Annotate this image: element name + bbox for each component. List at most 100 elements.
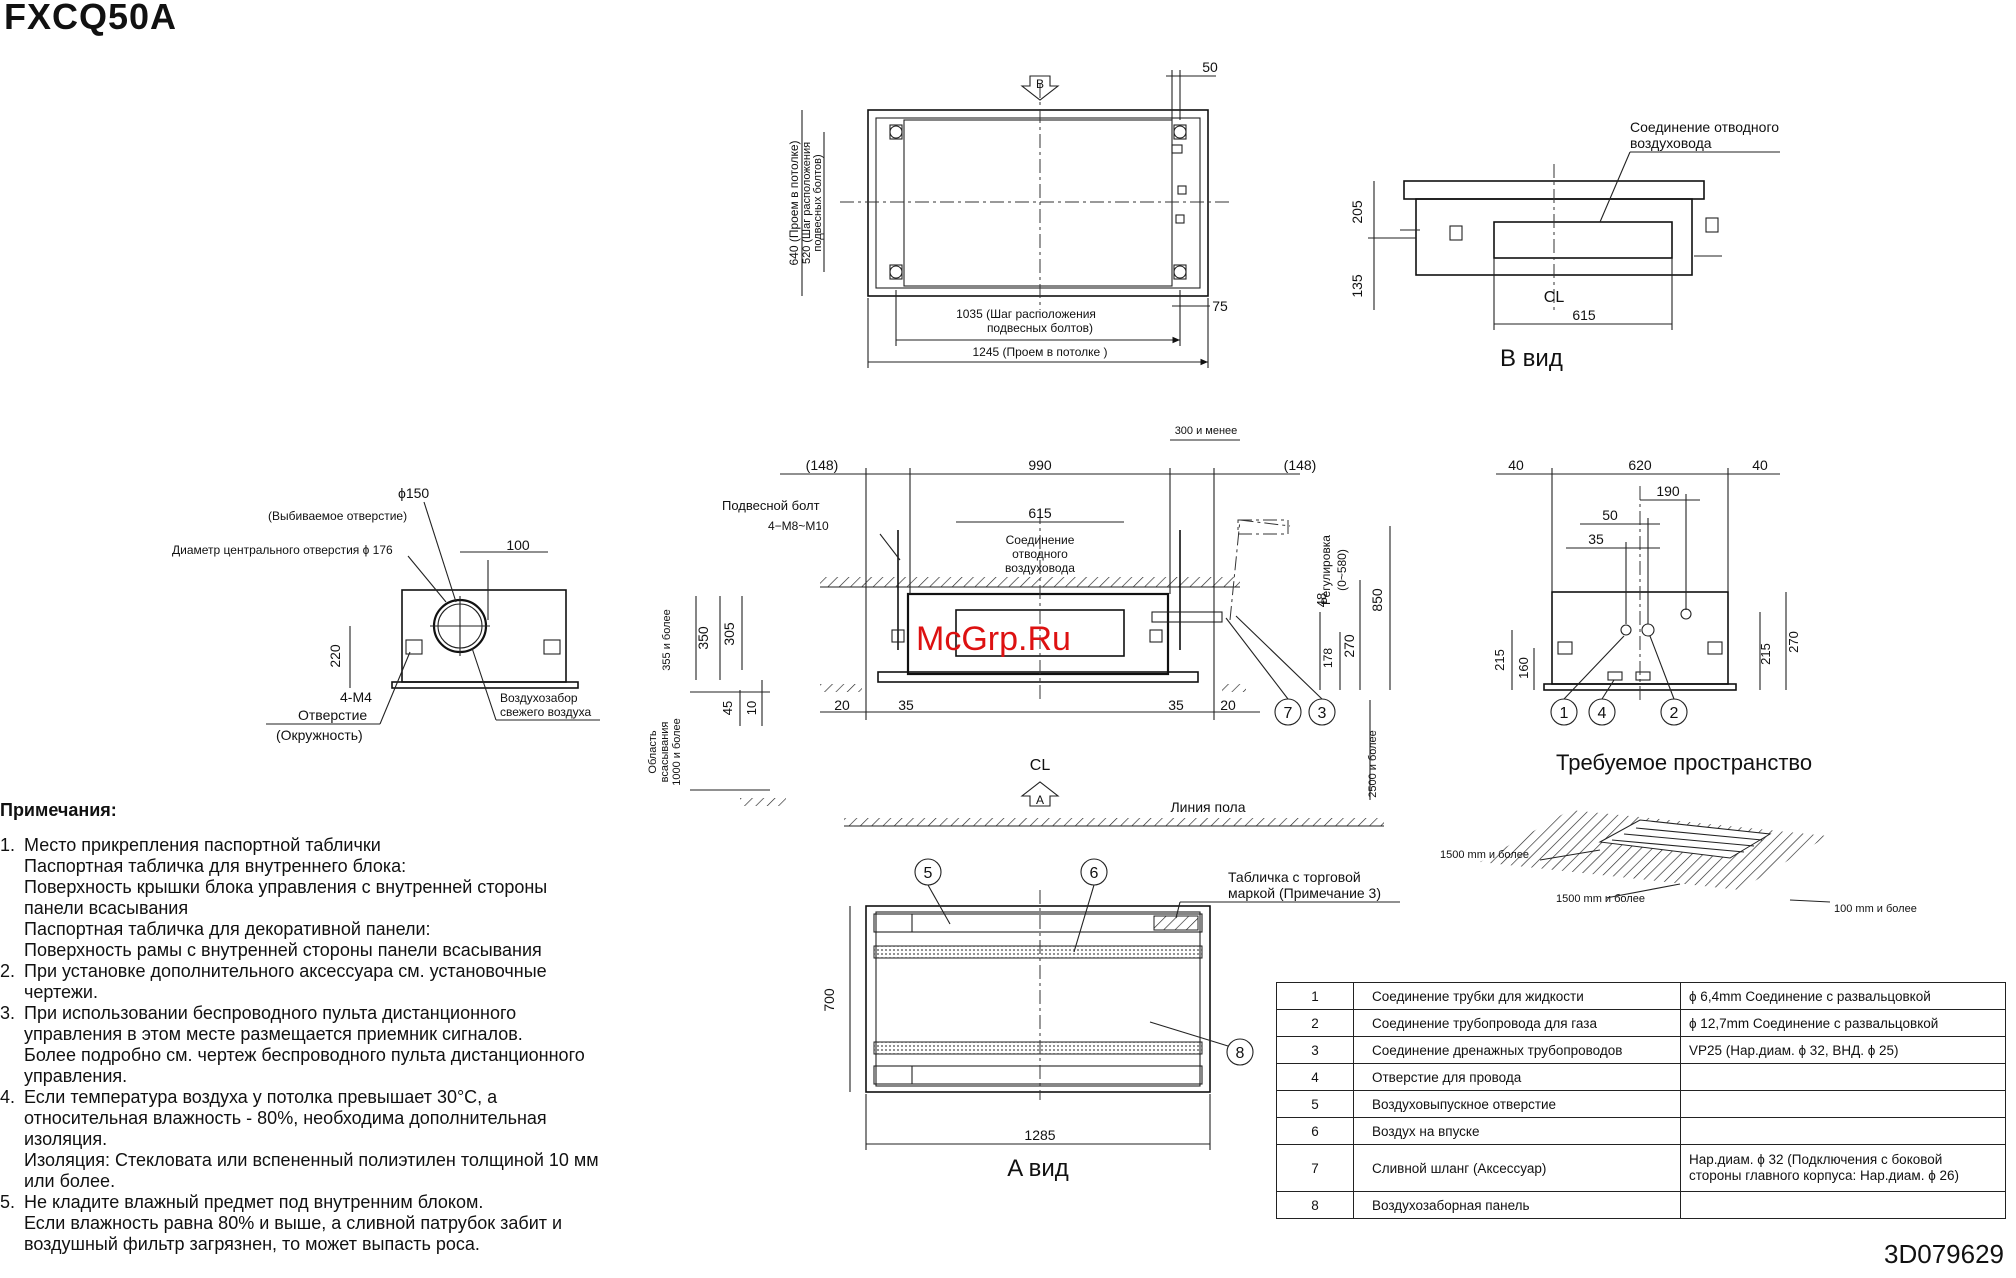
note-line: При использовании беспроводного пульта д… bbox=[24, 1003, 517, 1023]
note-line: Паспортная табличка для декоративной пан… bbox=[24, 919, 431, 939]
suction-line1: Область bbox=[647, 730, 659, 773]
dim-150: ϕ150 bbox=[398, 485, 429, 501]
part-description: Воздух на впуске bbox=[1353, 1117, 1681, 1145]
part-number: 1 bbox=[1276, 982, 1354, 1010]
dim-50-top: 50 bbox=[1202, 59, 1218, 75]
adjust-range: (0~580) bbox=[1335, 549, 1349, 591]
note-item: 1.Место прикрепления паспортной таблички… bbox=[0, 835, 680, 961]
dim-1245: 1245 (Проем в потолке ) bbox=[972, 345, 1107, 359]
duct-line2: отводного bbox=[1012, 547, 1068, 561]
duct-connection-line2: воздуховода bbox=[1630, 135, 1712, 151]
cl-front: CL bbox=[1030, 757, 1051, 774]
note-line: Не кладите влажный предмет под внутренни… bbox=[24, 1192, 484, 1212]
part-number: 7 bbox=[1276, 1144, 1354, 1192]
watermark: McGrp.Ru bbox=[916, 620, 1071, 658]
part-number: 8 bbox=[1276, 1191, 1354, 1219]
part-value bbox=[1680, 1191, 2006, 1219]
note-number: 3. bbox=[0, 1003, 16, 1023]
cl-b-view: CL bbox=[1544, 289, 1565, 306]
note-line: Изоляция: Стекловата или вспененный поли… bbox=[24, 1150, 599, 1170]
part-number: 6 bbox=[1276, 1117, 1354, 1145]
dim-350: 350 bbox=[695, 626, 711, 650]
note-line: воздушный фильтр загрязнен, то может вып… bbox=[24, 1234, 480, 1254]
suction-line3: 1000 и более bbox=[671, 718, 683, 786]
part-value bbox=[1680, 1117, 2006, 1145]
dim-35-right: 35 bbox=[1168, 697, 1184, 713]
part-value: VP25 (Нар.диам. ϕ 32, ВНД. ϕ 25) bbox=[1680, 1036, 2006, 1064]
part-value bbox=[1680, 1090, 2006, 1118]
note-line: Поверхность крышки блока управления с вн… bbox=[24, 877, 548, 897]
view-mark-a: A bbox=[1036, 793, 1044, 807]
document-id: 3D079629 bbox=[1884, 1239, 2004, 1269]
m4-label: 4-M4 bbox=[340, 689, 372, 705]
callout-5: 5 bbox=[924, 865, 933, 882]
part-description: Воздуховыпускное отверстие bbox=[1353, 1090, 1681, 1118]
dim-355: 355 и более bbox=[661, 609, 673, 670]
dim-215-left: 215 bbox=[1492, 649, 1507, 671]
dim-160: 160 bbox=[1516, 657, 1531, 679]
brand-plate-line1: Табличка с торговой bbox=[1228, 869, 1361, 885]
dim-640: 640 (Проем в потолке) bbox=[787, 140, 801, 265]
fresh-air-line1: Воздухозабор bbox=[500, 691, 578, 705]
part-number: 3 bbox=[1276, 1036, 1354, 1064]
brand-plate-line2: маркой (Примечание 3) bbox=[1228, 885, 1381, 901]
a-view-title: A вид bbox=[1007, 1155, 1069, 1182]
dim-270-front: 270 bbox=[1341, 634, 1357, 658]
duct-connection-line1: Соединение отводного bbox=[1630, 119, 1779, 135]
note-line: относительная влажность - 80%, необходим… bbox=[24, 1108, 547, 1128]
part-description: Соединение трубки для жидкости bbox=[1353, 982, 1681, 1010]
part-value: ϕ 12,7mm Соединение с развальцовкой bbox=[1680, 1009, 2006, 1037]
note-line: Поверхность рамы с внутренней стороны па… bbox=[24, 940, 542, 960]
note-item: 4. Если температура воздуха у потолка пре… bbox=[0, 1087, 680, 1192]
dim-615-front: 615 bbox=[1028, 505, 1052, 521]
front-view: (148) 990 (148) 300 и менее 615 Подвесно… bbox=[647, 425, 1391, 827]
right-view: 40 620 40 190 50 35 215 160 215 270 1 4 … bbox=[1492, 457, 1801, 726]
dim-50-right: 50 bbox=[1602, 507, 1618, 523]
duct-line3: воздуховода bbox=[1005, 561, 1075, 575]
dim-40-right: 40 bbox=[1752, 457, 1768, 473]
note-line: управления в этом месте размещается прие… bbox=[24, 1024, 523, 1044]
note-number: 4. bbox=[0, 1087, 16, 1107]
part-description: Сливной шланг (Аксессуар) bbox=[1353, 1144, 1681, 1192]
suction-line2: всасывания bbox=[659, 722, 671, 783]
note-line: Паспортная табличка для внутреннего блок… bbox=[24, 856, 407, 876]
space-c: 100 mm и более bbox=[1834, 903, 1917, 915]
model-title: FXCQ50A bbox=[4, 0, 178, 37]
dim-178: 178 bbox=[1321, 648, 1335, 668]
side-view: ϕ150 (Выбиваемое отверстие) Диаметр цент… bbox=[172, 485, 600, 743]
note-line: изоляция. bbox=[24, 1129, 108, 1149]
dim-75-top: 75 bbox=[1212, 298, 1228, 314]
b-view-title: B вид bbox=[1500, 345, 1563, 372]
dim-135: 135 bbox=[1349, 274, 1365, 298]
part-number: 5 bbox=[1276, 1090, 1354, 1118]
dim-305: 305 bbox=[721, 622, 737, 646]
top-view: B 50 75 1035 (Шаг расположения подвесных… bbox=[787, 59, 1232, 368]
floor-line: Линия пола bbox=[1170, 799, 1245, 815]
dim-10: 10 bbox=[744, 701, 759, 715]
part-description: Соединение трубопровода для газа bbox=[1353, 1009, 1681, 1037]
dim-100: 100 bbox=[506, 537, 530, 553]
note-number: 1. bbox=[0, 835, 16, 855]
dim-2500: 2500 и более bbox=[1367, 730, 1379, 798]
note-line: или более. bbox=[24, 1171, 116, 1191]
note-line: Если влажность равна 80% и выше, а сливн… bbox=[24, 1213, 563, 1233]
dim-40-left: 40 bbox=[1508, 457, 1524, 473]
part-value: ϕ 6,4mm Соединение с развальцовкой bbox=[1680, 982, 2006, 1010]
dim-148-left: (148) bbox=[806, 457, 839, 473]
dim-148-right: (148) bbox=[1284, 457, 1317, 473]
dim-205: 205 bbox=[1349, 200, 1365, 224]
dim-35-right-view: 35 bbox=[1588, 531, 1604, 547]
note-line: Если температура воздуха у потолка превы… bbox=[24, 1087, 498, 1107]
callout-8: 8 bbox=[1236, 1045, 1245, 1062]
dim-990: 990 bbox=[1028, 457, 1052, 473]
dim-20-right: 20 bbox=[1220, 697, 1236, 713]
notes-list: 1.Место прикрепления паспортной таблички… bbox=[0, 835, 680, 1255]
circle-label: (Окружность) bbox=[276, 727, 363, 743]
